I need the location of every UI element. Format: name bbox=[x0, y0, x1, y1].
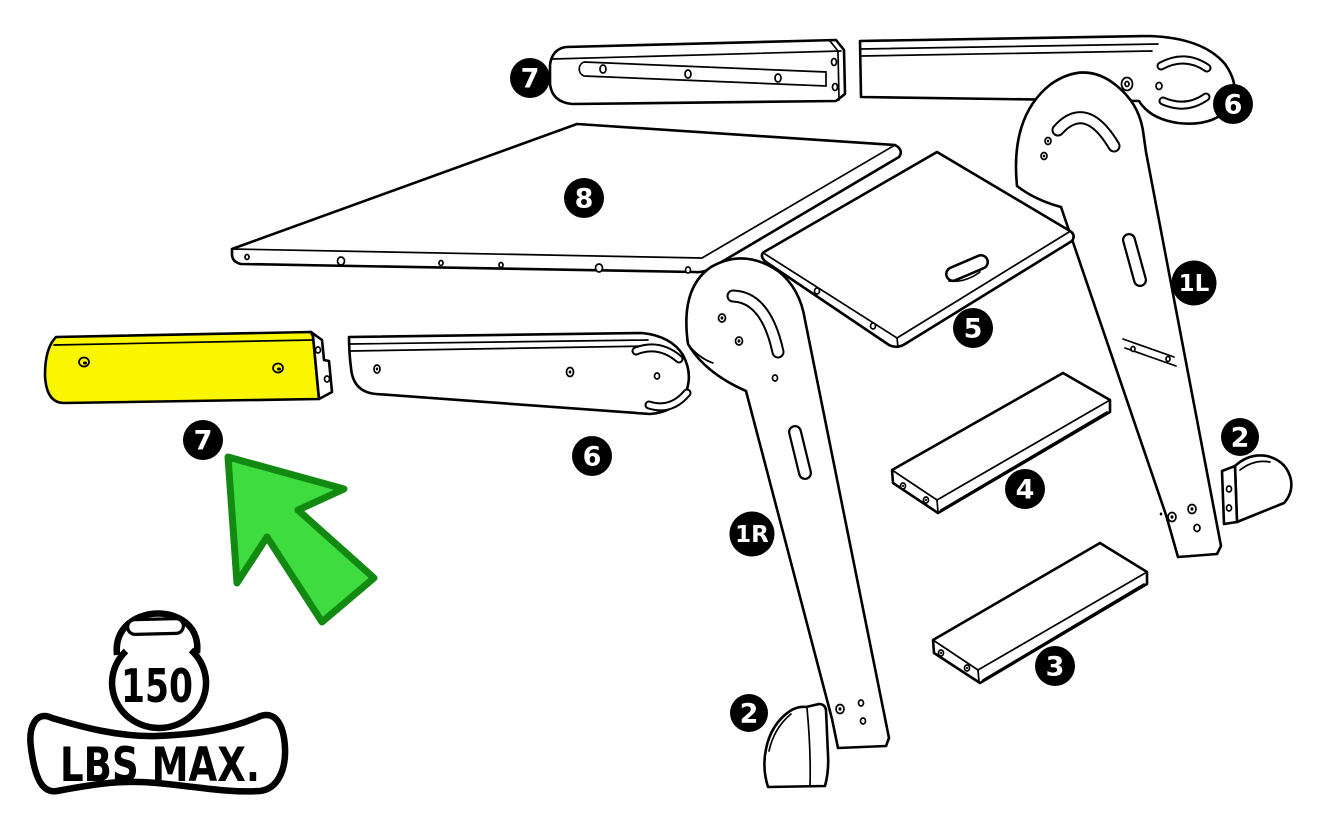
part-top-left-rail bbox=[858, 34, 1236, 125]
part-bottom-foot-cap bbox=[763, 702, 830, 789]
weight-limit-icon: 150 LBS MAX. bbox=[27, 610, 289, 795]
svg-text:5: 5 bbox=[964, 314, 983, 345]
svg-text:7: 7 bbox=[194, 426, 213, 457]
svg-text:3: 3 bbox=[1046, 652, 1065, 683]
badge-large-top-panel: 8 bbox=[564, 178, 604, 218]
weight-limit-banner bbox=[27, 711, 289, 795]
svg-text:2: 2 bbox=[1231, 423, 1250, 454]
badge-highlighted-rail: 7 bbox=[183, 420, 223, 460]
part-lower-step bbox=[931, 541, 1149, 685]
part-left-leg-1L bbox=[1014, 71, 1223, 559]
svg-text:1L: 1L bbox=[1179, 271, 1210, 297]
highlight-arrow-icon bbox=[224, 453, 378, 626]
badge-front-rail: 6 bbox=[572, 436, 612, 476]
part-right-foot-cap bbox=[1220, 454, 1293, 526]
svg-text:6: 6 bbox=[583, 442, 602, 473]
part-top-back-rail bbox=[548, 38, 847, 106]
kettlebell-body-icon bbox=[108, 647, 210, 732]
svg-text:7: 7 bbox=[521, 64, 540, 95]
part-platform-panel bbox=[760, 150, 1075, 349]
badge-top-back-rail: 7 bbox=[510, 58, 550, 98]
badge-right-leg: 1R bbox=[729, 511, 775, 557]
badge-right-foot-cap: 2 bbox=[1221, 418, 1259, 456]
badge-platform-panel: 5 bbox=[953, 308, 993, 348]
svg-text:8: 8 bbox=[575, 184, 594, 215]
svg-text:6: 6 bbox=[1224, 90, 1243, 121]
badge-lower-step: 3 bbox=[1035, 646, 1075, 686]
weight-limit-value: 150 bbox=[121, 659, 193, 713]
part-highlighted-rail bbox=[43, 330, 334, 405]
badge-top-left-rail: 6 bbox=[1213, 84, 1253, 124]
part-right-leg-1R bbox=[685, 257, 891, 750]
part-badges: 7 6 8 5 1L 7 6 1R bbox=[183, 58, 1259, 732]
highlighted-rail-face bbox=[43, 330, 321, 405]
badge-left-leg: 1L bbox=[1171, 260, 1217, 306]
svg-text:2: 2 bbox=[740, 699, 759, 730]
weight-limit-caption: LBS MAX. bbox=[60, 738, 260, 793]
svg-text:4: 4 bbox=[1016, 475, 1035, 506]
part-front-rail bbox=[347, 331, 692, 416]
badge-bottom-foot-cap: 2 bbox=[730, 694, 768, 732]
part-upper-step bbox=[890, 371, 1112, 515]
badge-upper-step: 4 bbox=[1005, 469, 1045, 509]
svg-text:1R: 1R bbox=[735, 522, 769, 548]
